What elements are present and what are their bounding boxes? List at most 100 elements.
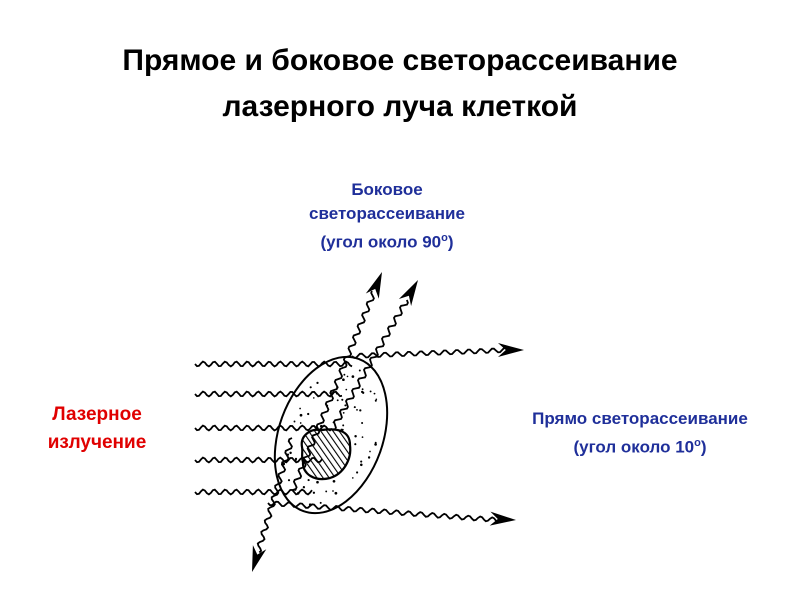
granule-dot: [289, 451, 292, 455]
granule-dot: [342, 424, 345, 427]
forward-ray-lower: [267, 500, 499, 523]
granule-dot: [345, 388, 348, 391]
granule-dot: [335, 392, 338, 395]
granule-dot: [307, 479, 310, 482]
granule-dot: [302, 486, 306, 489]
granule-dot: [282, 462, 286, 466]
forward-scatter-angle-text: (угол около 10: [573, 437, 695, 457]
side-scatter-paren: ): [447, 232, 454, 252]
granule-dot: [287, 479, 291, 482]
granule-dot: [356, 471, 359, 474]
side-scatter-line-3: (угол около 90о): [262, 226, 512, 255]
forward-scatter-paren: ): [700, 437, 707, 457]
granule-dot: [319, 501, 322, 504]
granule-dot: [293, 488, 297, 491]
granule-dot: [299, 422, 302, 424]
side-ray-2-arrowhead: [398, 280, 418, 306]
granule-dot: [299, 407, 301, 410]
granule-dot: [373, 392, 376, 395]
laser-ray-3: [194, 424, 333, 432]
granule-dot: [326, 404, 329, 407]
granule-dot: [360, 460, 363, 463]
cytoplasm-granules: [282, 369, 378, 506]
granule-dot: [367, 456, 371, 459]
granule-dot: [346, 375, 349, 378]
side-ray-down-arrowhead: [252, 545, 267, 572]
granule-dot: [332, 490, 334, 492]
laser-ray-4: [194, 456, 323, 464]
granule-dot: [343, 373, 346, 376]
granule-dot: [359, 409, 362, 412]
forward-scatter-line-2: (угол около 10о): [490, 431, 790, 460]
laser-ray-2: [194, 390, 343, 398]
granule-dot: [316, 381, 319, 385]
laser-ray-5: [194, 488, 313, 496]
title-line-1: Прямое и боковое светорассеивание: [122, 44, 678, 77]
side-scatter-line-2: светорассеивание: [309, 204, 465, 223]
granule-dot: [332, 479, 336, 483]
granule-dot: [296, 492, 300, 495]
page-title: Прямое и боковое светорассеивание лазерн…: [0, 38, 800, 130]
granule-dot: [294, 457, 298, 460]
granule-dot: [369, 390, 372, 393]
granule-dot: [356, 409, 358, 411]
granule-dot: [353, 406, 356, 409]
granule-dot: [336, 399, 339, 402]
granule-dot: [358, 369, 361, 372]
laser-line-1: Лазерное: [52, 404, 142, 425]
side-ray-down: [256, 437, 293, 554]
granule-dot: [286, 453, 290, 456]
forward-scatter-label: Прямо светорассеивание (угол около 10о): [490, 407, 790, 460]
granule-dot: [334, 491, 338, 495]
granule-dot: [320, 424, 323, 428]
granule-dot: [332, 421, 335, 424]
granule-dot: [374, 443, 377, 446]
side-scatter-label: Боковое светорассеивание (угол около 90о…: [262, 178, 512, 255]
granule-dot: [351, 477, 354, 479]
granule-dot: [307, 412, 310, 416]
granule-dot: [311, 425, 314, 428]
laser-label: Лазерное излучение: [12, 401, 182, 457]
forward-ray-lower-arrowhead: [489, 511, 516, 526]
granule-dot: [341, 398, 344, 401]
granule-dot: [342, 412, 345, 414]
granule-dot: [361, 436, 364, 438]
granule-dot: [344, 404, 347, 407]
side-scatter-angle-text: (угол около 90: [320, 232, 442, 252]
cell-membrane: [273, 355, 389, 515]
granule-dot: [332, 389, 335, 392]
laser-ray-1: [194, 360, 353, 368]
granule-dot: [361, 421, 364, 425]
forward-scatter-line-1: Прямо светорассеивание: [532, 409, 748, 428]
granule-dot: [325, 490, 328, 493]
forward-ray-upper: [351, 347, 509, 359]
title-line-2: лазерного луча клеткой: [222, 90, 578, 123]
granule-dot: [351, 375, 355, 378]
granule-dot: [309, 386, 312, 389]
granule-dot: [342, 378, 345, 382]
granule-dot: [361, 388, 364, 391]
granule-dot: [331, 392, 334, 394]
granule-dot: [312, 397, 315, 399]
granule-dot: [308, 503, 312, 506]
granule-dot: [299, 413, 303, 417]
forward-scatter-degree: о: [694, 437, 701, 449]
granule-dot: [336, 386, 339, 389]
forward-ray-upper-arrowhead: [498, 343, 524, 357]
light-paths: [194, 272, 524, 572]
side-scatter-line-1: Боковое: [351, 180, 423, 199]
granule-dot: [360, 390, 364, 394]
granule-dot: [369, 450, 371, 453]
granule-dot: [339, 410, 342, 413]
granule-dot: [312, 491, 316, 494]
granule-dot: [354, 435, 357, 438]
granule-dot: [293, 420, 296, 423]
side-ray-1-arrowhead: [365, 272, 382, 299]
granule-dot: [354, 443, 357, 446]
granule-dot: [316, 480, 319, 484]
granule-dot: [360, 463, 363, 467]
granule-dot: [374, 399, 377, 402]
cell-nucleus: [300, 428, 352, 481]
laser-line-2: излучение: [47, 432, 147, 453]
